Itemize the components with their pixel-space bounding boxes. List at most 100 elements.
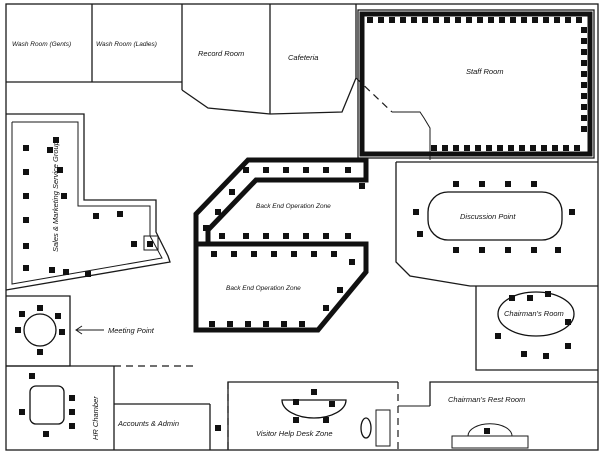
seat-marker	[131, 241, 137, 247]
label-visitor-help-desk: Visitor Help Desk Zone	[256, 429, 333, 438]
seat-marker	[521, 351, 527, 357]
seat-marker	[565, 319, 571, 325]
label-staff-room: Staff Room	[466, 67, 504, 76]
seat-marker	[581, 60, 587, 66]
seat-marker	[505, 181, 511, 187]
back-end-operation-zone	[193, 157, 369, 333]
seat-marker	[555, 247, 561, 253]
seat-marker	[329, 401, 335, 407]
seat-marker	[47, 147, 53, 153]
seat-marker	[291, 251, 297, 257]
seat-marker	[495, 333, 501, 339]
seat-marker	[444, 17, 450, 23]
seat-marker	[23, 169, 29, 175]
seat-marker	[349, 259, 355, 265]
label-chairmans-room: Chairman's Room	[504, 309, 564, 318]
seat-marker	[323, 305, 329, 311]
seat-marker	[49, 267, 55, 273]
meeting-point-area	[6, 295, 104, 367]
seat-marker	[311, 251, 317, 257]
seat-marker	[93, 213, 99, 219]
seat-marker	[442, 145, 448, 151]
seat-marker	[37, 349, 43, 355]
seat-marker	[453, 181, 459, 187]
label-back-end-upper: Back End Operation Zone	[256, 203, 331, 210]
seat-marker	[323, 233, 329, 239]
top-rooms	[6, 4, 357, 115]
label-back-end-lower: Back End Operation Zone	[226, 285, 301, 292]
seat-marker	[293, 399, 299, 405]
seat-marker	[541, 145, 547, 151]
staff-room	[357, 9, 595, 159]
seat-marker	[323, 417, 329, 423]
seat-marker	[293, 417, 299, 423]
seat-marker	[531, 247, 537, 253]
seat-marker	[271, 251, 277, 257]
seat-marker	[411, 17, 417, 23]
seat-marker	[488, 17, 494, 23]
seat-marker	[486, 145, 492, 151]
seat-marker	[527, 295, 533, 301]
label-wash-ladies: Wash Room (Ladies)	[96, 41, 157, 48]
seat-marker	[59, 329, 65, 335]
seat-marker	[530, 145, 536, 151]
seat-marker	[345, 167, 351, 173]
seat-marker	[219, 233, 225, 239]
seat-marker	[400, 17, 406, 23]
seat-marker	[499, 17, 505, 23]
seat-marker	[311, 389, 317, 395]
seat-marker	[422, 17, 428, 23]
seat-marker	[23, 193, 29, 199]
seat-marker	[581, 93, 587, 99]
seat-marker	[565, 343, 571, 349]
seat-marker	[209, 321, 215, 327]
label-discussion-point: Discussion Point	[460, 212, 516, 221]
seat-marker	[581, 49, 587, 55]
seat-marker	[23, 145, 29, 151]
seat-marker	[455, 17, 461, 23]
label-wash-gents: Wash Room (Gents)	[12, 41, 71, 48]
seat-marker	[263, 321, 269, 327]
seat-marker	[413, 209, 419, 215]
seat-marker	[57, 167, 63, 173]
seat-marker	[581, 104, 587, 110]
seat-marker	[29, 373, 35, 379]
seat-marker	[211, 251, 217, 257]
sales-marketing-area	[5, 113, 171, 291]
seat-marker	[323, 167, 329, 173]
seat-marker	[543, 353, 549, 359]
seat-marker	[466, 17, 472, 23]
seat-marker	[53, 137, 59, 143]
seat-marker	[23, 265, 29, 271]
seat-marker	[581, 115, 587, 121]
seat-marker	[231, 251, 237, 257]
seat-marker	[55, 313, 61, 319]
seat-marker	[497, 145, 503, 151]
seat-marker	[431, 145, 437, 151]
seat-marker	[85, 271, 91, 277]
seat-marker	[574, 145, 580, 151]
seat-marker	[63, 269, 69, 275]
chairmans-room	[475, 286, 598, 371]
seat-marker	[563, 145, 569, 151]
seat-marker	[581, 71, 587, 77]
seat-marker	[43, 431, 49, 437]
seat-marker	[245, 321, 251, 327]
seat-marker	[69, 395, 75, 401]
seat-marker	[19, 409, 25, 415]
seat-marker	[453, 247, 459, 253]
seat-marker	[521, 17, 527, 23]
seat-marker	[281, 321, 287, 327]
seat-marker	[581, 126, 587, 132]
label-accounts-admin: Accounts & Admin	[117, 419, 179, 428]
seat-marker	[508, 145, 514, 151]
seat-marker	[69, 423, 75, 429]
seat-marker	[479, 247, 485, 253]
seat-marker	[331, 251, 337, 257]
seat-marker	[23, 217, 29, 223]
seat-marker	[565, 17, 571, 23]
seat-marker	[345, 233, 351, 239]
seat-marker	[519, 145, 525, 151]
seat-marker	[299, 321, 305, 327]
